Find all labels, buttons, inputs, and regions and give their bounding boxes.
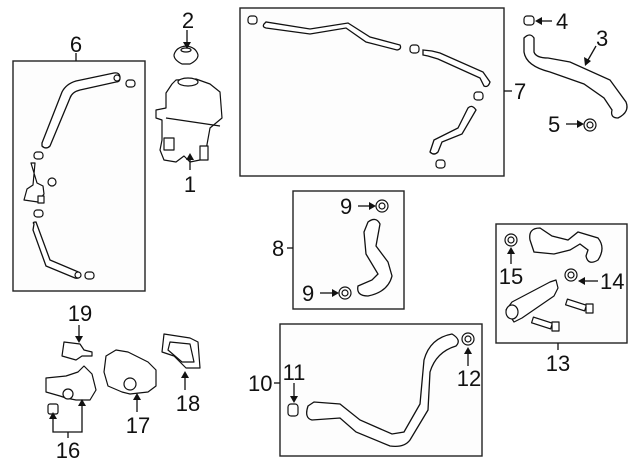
callout-15: 15 — [499, 264, 523, 289]
clamp-12 — [461, 332, 475, 346]
clamp-15 — [504, 233, 518, 247]
leader-lines — [49, 17, 598, 438]
thermostat-housing-16 — [45, 365, 97, 401]
coolant-reservoir — [155, 77, 223, 163]
callout-4: 4 — [556, 9, 568, 34]
bolt-13-b — [530, 316, 560, 332]
callout-18: 18 — [176, 391, 200, 416]
clamp-6-b — [33, 151, 44, 160]
callout-8: 8 — [272, 236, 284, 261]
callout-13: 13 — [546, 351, 570, 376]
group-box-6 — [12, 60, 146, 292]
hose-7-long — [262, 21, 402, 51]
callout-12: 12 — [457, 366, 481, 391]
water-outlet-housing-17 — [103, 349, 157, 395]
clamp-9-lower — [338, 286, 352, 300]
clamp-7-a — [247, 15, 258, 25]
clamp-6-d — [84, 271, 95, 280]
clamp-9-upper — [375, 199, 389, 213]
clamp-5 — [583, 118, 597, 132]
callout-19: 19 — [68, 301, 92, 326]
callout-17: 17 — [126, 413, 150, 438]
clamp-7-b — [409, 44, 420, 54]
hose-13 — [529, 227, 603, 263]
clamp-6-c — [33, 209, 44, 218]
hose-7-short — [429, 105, 477, 155]
callout-9-upper: 9 — [340, 194, 352, 219]
callout-9-lower: 9 — [302, 281, 314, 306]
clamp-14 — [564, 268, 578, 282]
pipe-13 — [505, 279, 559, 323]
callout-5: 5 — [548, 112, 560, 137]
clamp-11 — [287, 403, 299, 417]
callout-14: 14 — [600, 269, 624, 294]
bolt-13-a — [564, 298, 594, 314]
clamp-6-a — [125, 79, 136, 88]
clamp-7-d — [435, 159, 446, 169]
gasket-18 — [161, 333, 201, 369]
hose-7-connector — [422, 49, 491, 88]
callout-11: 11 — [283, 360, 306, 385]
clamp-7-c — [473, 91, 484, 101]
group-box-7 — [239, 7, 505, 177]
fitting-6 — [23, 162, 57, 204]
hose-10 — [306, 333, 459, 448]
hose-8 — [357, 218, 393, 297]
callout-10: 10 — [248, 371, 272, 396]
reservoir-cap — [173, 45, 199, 65]
callout-7: 7 — [514, 79, 526, 104]
clamp-4 — [523, 15, 535, 26]
hose-6-upper — [41, 72, 121, 149]
callout-6: 6 — [70, 32, 82, 57]
callout-1: 1 — [184, 172, 196, 197]
callout-16: 16 — [56, 438, 80, 463]
temperature-sensor-19 — [61, 341, 93, 361]
hose-6-lower — [32, 221, 82, 279]
hose-3 — [523, 34, 628, 119]
callout-2: 2 — [182, 8, 194, 33]
callout-3: 3 — [596, 26, 608, 51]
